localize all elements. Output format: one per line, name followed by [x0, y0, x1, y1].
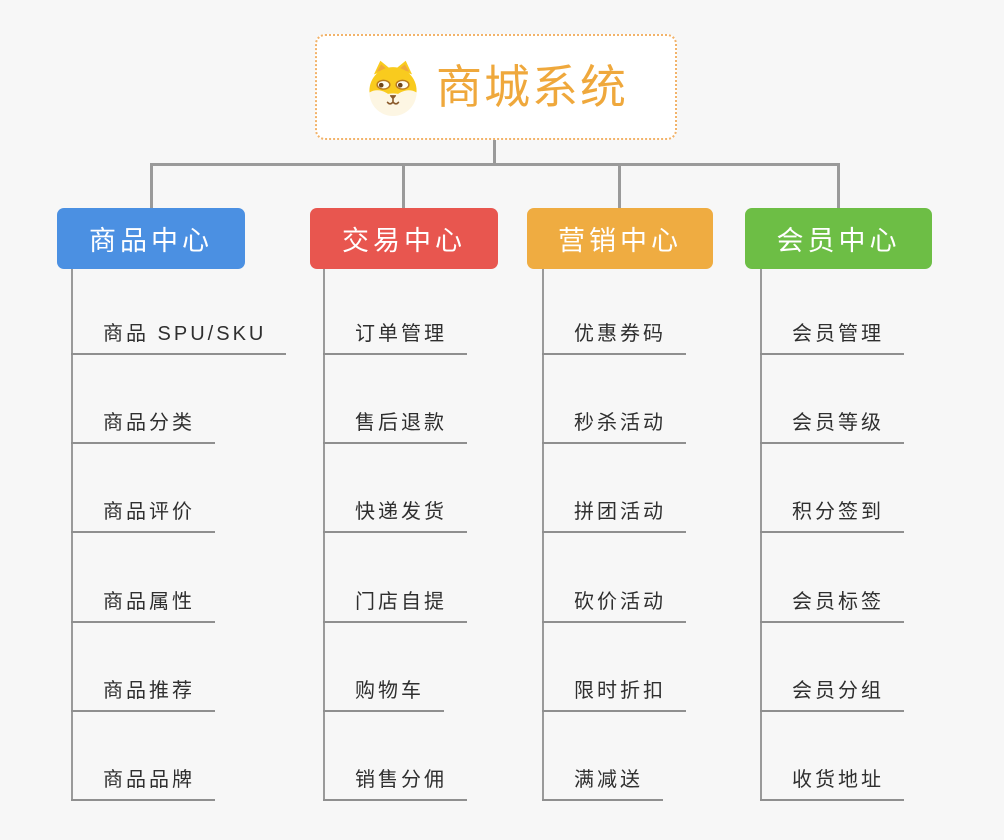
branch-node-marketing-center[interactable]: 营销中心: [527, 208, 713, 269]
connector-drop-trade: [402, 164, 405, 209]
rail-product-center: [71, 269, 73, 801]
leaf-node[interactable]: 商品品牌: [71, 767, 215, 801]
leaf-node[interactable]: 商品评价: [71, 499, 215, 533]
branch-label: 交易中心: [342, 226, 466, 256]
connector-horizontal-bus: [150, 163, 840, 166]
branch-node-product-center[interactable]: 商品中心: [57, 208, 245, 269]
leaf-node[interactable]: 门店自提: [323, 589, 467, 623]
leaf-node[interactable]: 订单管理: [323, 321, 467, 355]
leaf-node[interactable]: 会员分组: [760, 678, 904, 712]
leaf-node[interactable]: 购物车: [323, 678, 444, 712]
connector-drop-marketing: [618, 164, 621, 209]
leaf-node[interactable]: 售后退款: [323, 410, 467, 444]
dog-icon: [369, 60, 417, 116]
leaf-node[interactable]: 优惠券码: [542, 321, 686, 355]
branch-label: 营销中心: [558, 226, 682, 256]
root-title: 商城系统: [436, 61, 628, 113]
leaf-node[interactable]: 销售分佣: [323, 767, 467, 801]
branch-node-member-center[interactable]: 会员中心: [745, 208, 932, 269]
leaf-node[interactable]: 积分签到: [760, 499, 904, 533]
rail-member-center: [760, 269, 762, 801]
leaf-node[interactable]: 商品推荐: [71, 678, 215, 712]
leaf-node[interactable]: 会员等级: [760, 410, 904, 444]
connector-drop-member: [837, 164, 840, 209]
rail-marketing-center: [542, 269, 544, 801]
leaf-node[interactable]: 快递发货: [323, 499, 467, 533]
connector-root-stub: [493, 140, 496, 164]
leaf-node[interactable]: 秒杀活动: [542, 410, 686, 444]
leaf-node[interactable]: 会员管理: [760, 321, 904, 355]
branch-label: 会员中心: [776, 226, 901, 256]
branch-label: 商品中心: [89, 226, 213, 256]
leaf-node[interactable]: 商品 SPU/SKU: [71, 321, 287, 355]
leaf-node[interactable]: 满减送: [542, 767, 663, 801]
leaf-node[interactable]: 商品属性: [71, 589, 215, 623]
leaf-node[interactable]: 拼团活动: [542, 499, 686, 533]
connector-drop-product: [150, 164, 153, 209]
leaf-node[interactable]: 砍价活动: [542, 589, 686, 623]
leaf-node[interactable]: 收货地址: [760, 767, 904, 801]
leaf-node[interactable]: 商品分类: [71, 410, 215, 444]
leaf-node[interactable]: 限时折扣: [542, 678, 686, 712]
rail-trade-center: [323, 269, 325, 801]
branch-node-trade-center[interactable]: 交易中心: [310, 208, 498, 269]
root-node-mall-system[interactable]: 商城系统: [315, 34, 677, 140]
leaf-node[interactable]: 会员标签: [760, 589, 904, 623]
